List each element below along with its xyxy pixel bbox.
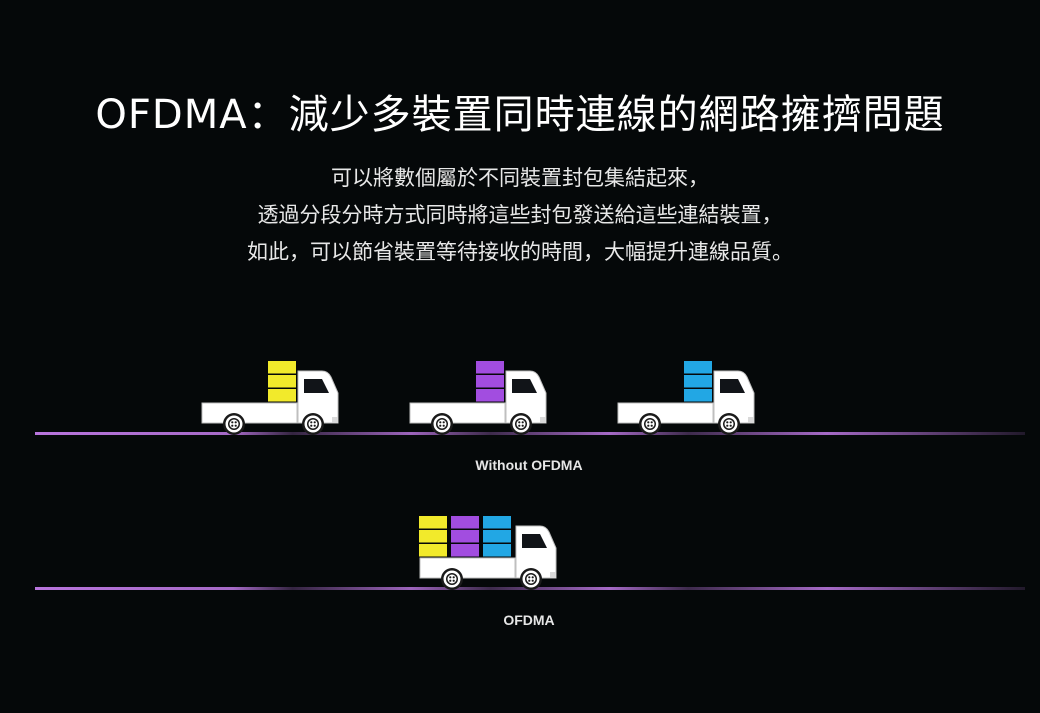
wheel-icon (718, 413, 740, 435)
packet-box (684, 389, 712, 402)
packet-box (451, 530, 479, 543)
label-without-ofdma: Without OFDMA (475, 457, 583, 473)
cab-window (720, 379, 745, 393)
page-title: OFDMA：減少多裝置同時連線的網路擁擠問題 (95, 92, 945, 138)
cab-window (304, 379, 329, 393)
cargo-stack-purple (451, 516, 479, 557)
wheel-icon (510, 413, 532, 435)
wheel-icon (431, 413, 453, 435)
packet-box (476, 389, 504, 402)
description-line-3: 如此，可以節省裝置等待接收的時間，大幅提升連線品質。 (247, 240, 793, 264)
packet-box (476, 375, 504, 388)
wheel-icon (223, 413, 245, 435)
truck (409, 361, 547, 435)
packet-box (476, 361, 504, 374)
packet-box (684, 375, 712, 388)
packet-box (268, 361, 296, 374)
packet-box (268, 389, 296, 402)
packet-box (268, 375, 296, 388)
packet-box (419, 516, 447, 529)
cab-window (512, 379, 537, 393)
cargo-stack-blue (684, 361, 712, 402)
packet-box (451, 544, 479, 557)
packet-box (684, 361, 712, 374)
truck (201, 361, 339, 435)
packet-box (483, 544, 511, 557)
description-line-2: 透過分段分時方式同時將這些封包發送給這些連結裝置， (257, 203, 783, 227)
trucks-ofdma (419, 516, 557, 590)
description: 可以將數個屬於不同裝置封包集結起來， 透過分段分時方式同時將這些封包發送給這些連… (0, 160, 1040, 271)
wheel-icon (639, 413, 661, 435)
cargo-stack-blue (483, 516, 511, 557)
cargo-stack-yellow (419, 516, 447, 557)
trucks-without-ofdma (201, 361, 755, 435)
cargo-stack-purple (476, 361, 504, 402)
truck (419, 516, 557, 590)
cab-window (522, 534, 547, 548)
packet-box (483, 516, 511, 529)
packet-box (483, 530, 511, 543)
road-without-ofdma (35, 432, 1025, 435)
cargo-stack-yellow (268, 361, 296, 402)
packet-box (419, 530, 447, 543)
packet-box (451, 516, 479, 529)
wheel-icon (302, 413, 324, 435)
wheel-icon (441, 568, 463, 590)
label-ofdma: OFDMA (503, 612, 555, 628)
description-line-1: 可以將數個屬於不同裝置封包集結起來， (331, 166, 709, 190)
truck (617, 361, 755, 435)
packet-box (419, 544, 447, 557)
wheel-icon (520, 568, 542, 590)
